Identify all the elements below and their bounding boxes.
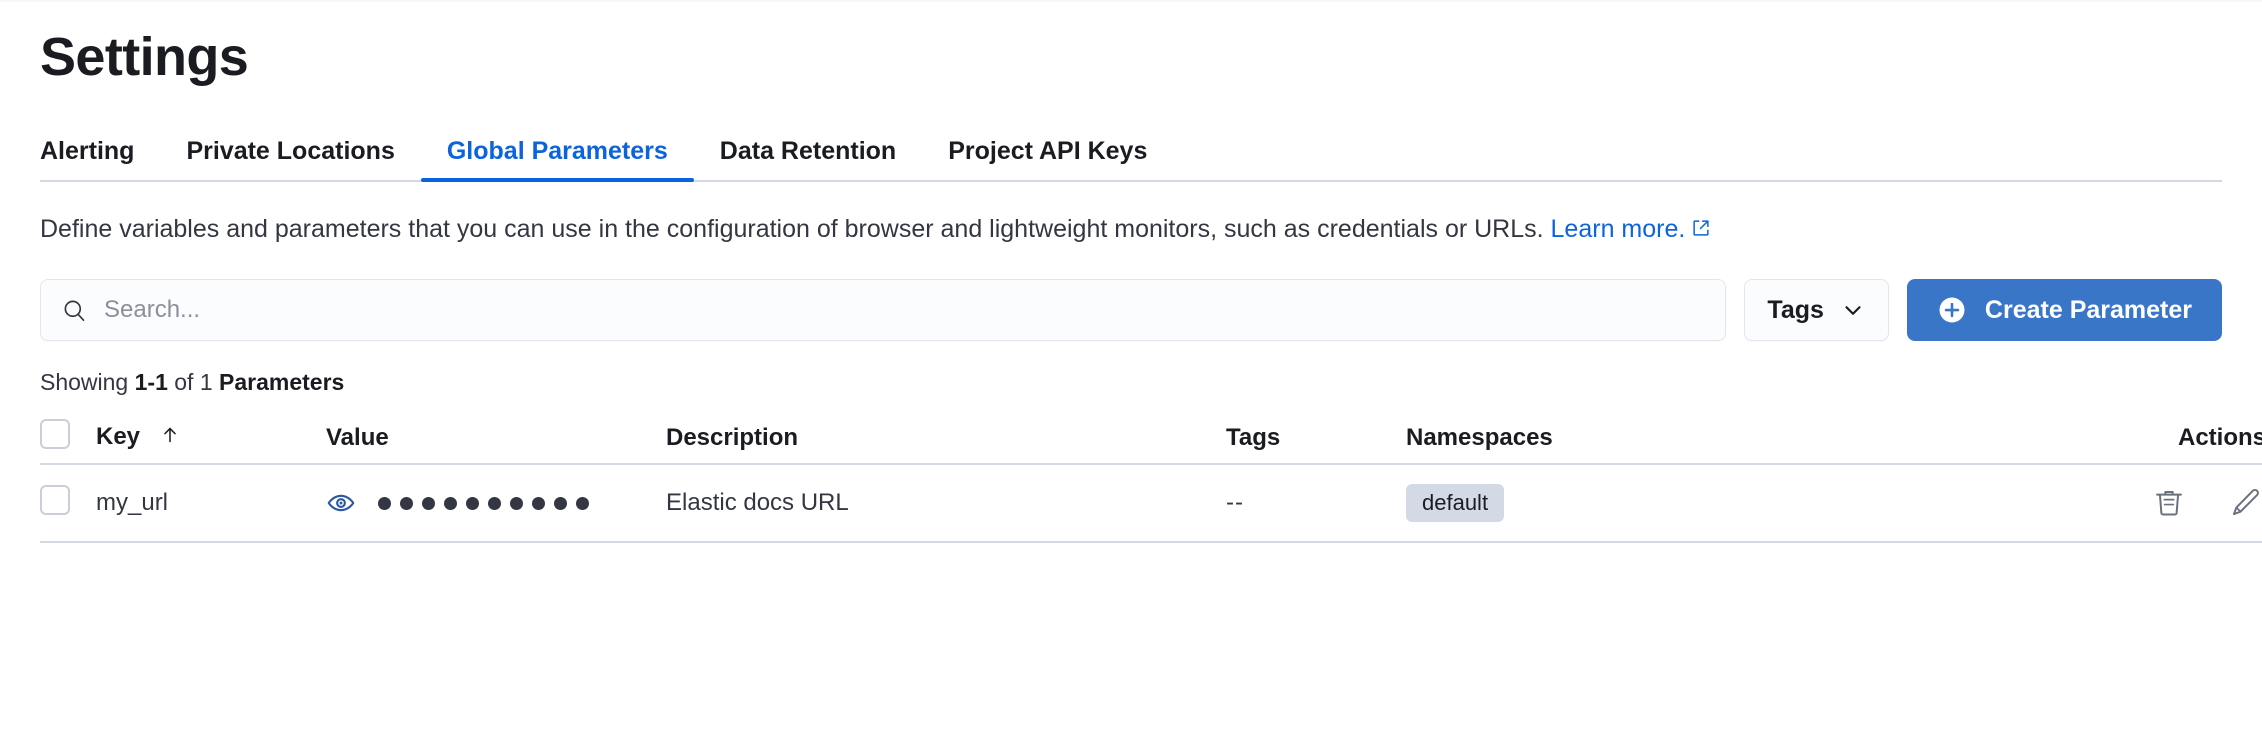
column-value[interactable]: Value [326, 412, 666, 465]
cell-key: my_url [96, 464, 326, 543]
showing-prefix: Showing [40, 369, 135, 395]
table-header: Key Value Description Tags Namespaces Ac… [40, 412, 2262, 465]
masked-dot [378, 496, 391, 510]
cell-value [326, 464, 666, 543]
masked-dot [444, 496, 457, 510]
cell-actions [1966, 464, 2262, 543]
table-body: my_url Elastic docs URL [40, 464, 2262, 543]
description-text: Define variables and parameters that you… [40, 215, 1551, 243]
search-field[interactable] [40, 279, 1727, 341]
parameters-table: Key Value Description Tags Namespaces Ac… [40, 412, 2262, 543]
table-header-row: Key Value Description Tags Namespaces Ac… [40, 412, 2262, 465]
cell-description: Elastic docs URL [666, 464, 1226, 543]
column-key[interactable]: Key [96, 412, 326, 465]
masked-dot [510, 496, 523, 510]
page-title: Settings [40, 27, 249, 87]
search-input[interactable] [102, 280, 1706, 340]
tab-alerting[interactable]: Alerting [40, 137, 135, 165]
column-tags[interactable]: Tags [1226, 412, 1406, 465]
masked-dot [422, 496, 435, 510]
column-namespaces[interactable]: Namespaces [1406, 412, 1966, 465]
page-description: Define variables and parameters that you… [40, 212, 2220, 247]
masked-dot [554, 496, 567, 510]
masked-value-dots [378, 496, 589, 510]
sort-ascending-arrow-icon [159, 424, 181, 453]
tags-filter-button[interactable]: Tags [1744, 279, 1889, 341]
tab-data-retention[interactable]: Data Retention [719, 137, 897, 165]
masked-dot [576, 496, 589, 510]
showing-entity: Parameters [219, 369, 345, 395]
table-row: my_url Elastic docs URL [40, 464, 2262, 543]
column-description[interactable]: Description [666, 412, 1226, 465]
masked-dot [488, 496, 501, 510]
learn-more-link[interactable]: Learn more. [1550, 215, 1686, 243]
create-parameter-button[interactable]: Create Parameter [1906, 279, 2222, 341]
select-all-checkbox[interactable] [40, 419, 70, 449]
namespace-badge: default [1406, 484, 1505, 522]
masked-dot [400, 496, 413, 510]
eye-icon[interactable] [326, 488, 356, 518]
showing-range: 1-1 [134, 369, 168, 395]
settings-tabs: Alerting Private Locations Global Parame… [40, 126, 2222, 182]
plus-circle-icon [1937, 295, 1967, 325]
row-checkbox[interactable] [40, 484, 70, 515]
tab-global-parameters[interactable]: Global Parameters [420, 139, 694, 182]
showing-middle: of 1 [167, 369, 220, 395]
create-parameter-label: Create Parameter [1984, 295, 2192, 324]
external-link-icon [1691, 213, 1711, 247]
edit-parameter-button[interactable] [2228, 486, 2262, 520]
cell-tags: -- [1226, 464, 1406, 543]
tab-private-locations[interactable]: Private Locations [186, 137, 395, 165]
column-key-label: Key [96, 422, 141, 450]
results-count: Showing 1-1 of 1 Parameters [40, 369, 2222, 396]
row-select-cell [40, 464, 96, 543]
top-divider [0, 0, 2262, 2]
search-icon [61, 297, 88, 324]
delete-parameter-button[interactable] [2152, 486, 2186, 520]
chevron-down-icon [1840, 297, 1866, 323]
controls-row: Tags Create Parameter [40, 279, 2222, 341]
cell-namespaces: default [1406, 464, 1966, 543]
column-actions: Actions [1966, 412, 2262, 465]
select-all-cell [40, 412, 96, 465]
masked-dot [532, 496, 545, 510]
tags-filter-label: Tags [1767, 295, 1824, 324]
tab-project-api-keys[interactable]: Project API Keys [948, 137, 1148, 165]
masked-dot [466, 496, 479, 510]
